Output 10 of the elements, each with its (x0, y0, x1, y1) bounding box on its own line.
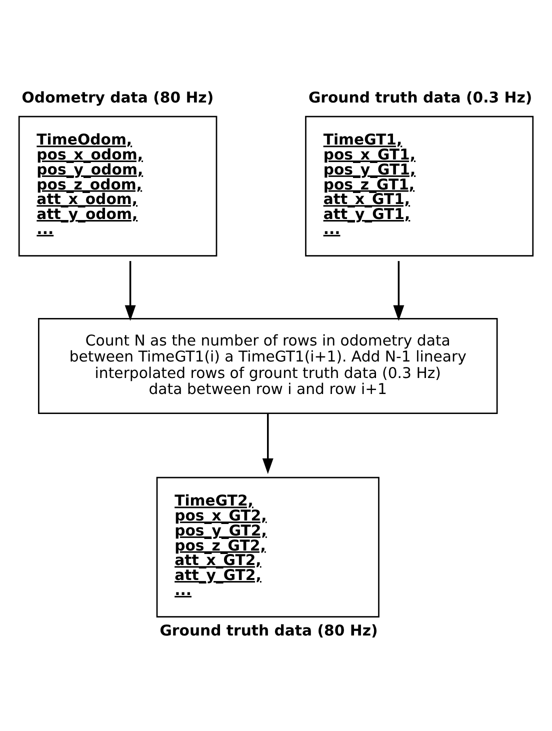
node-box: Count N as the number of rows in odometry data between TimeGT1(i) a TimeGT1(i+1). Add N-1 lineary interpolated rows of grount truth data (0.3 Hz) data between row i and row i+1 (38, 318, 498, 414)
node-label: Odometry data (80 Hz) (22, 88, 214, 106)
node-box: TimeGT2, pos_x_GT2, pos_y_GT2, pos_z_GT2, att_x_GT2, att_y_GT2, ... (156, 476, 380, 617)
arrow (393, 260, 404, 320)
node-box: TimeOdom, pos_x_odom, pos_y_odom, pos_z_odom, att_x_odom, att_y_odom, ... (18, 115, 218, 256)
arrow (262, 412, 274, 474)
node-box: TimeGT1, pos_x_GT1, pos_y_GT1, pos_z_GT1, att_x_GT1, att_y_GT1, ... (305, 115, 534, 256)
node-label: Ground truth data (80 Hz) (160, 620, 378, 639)
arrow (124, 260, 136, 320)
node-label: Ground truth data (0.3 Hz) (308, 88, 532, 106)
